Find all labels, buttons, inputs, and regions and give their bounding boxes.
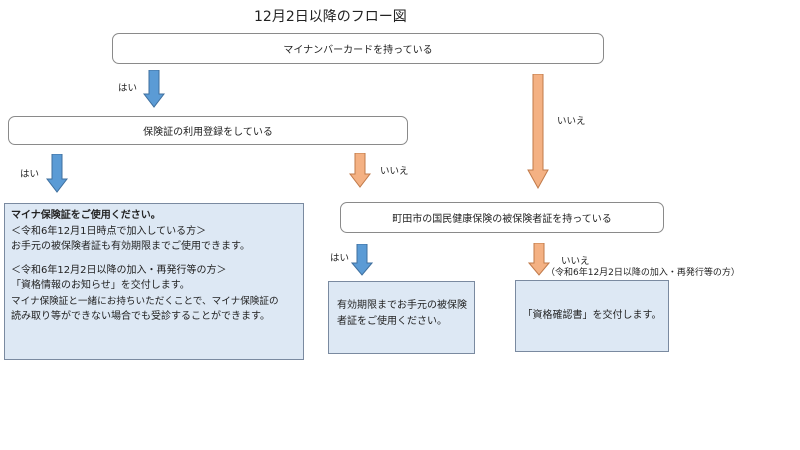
- arrow-shape: [528, 243, 550, 276]
- label-no-3-sub: （令和6年12月2日以降の加入・再発行等の方）: [546, 268, 740, 278]
- label-yes-1: はい: [118, 83, 138, 94]
- label-yes-2: はい: [20, 169, 40, 180]
- result-use-card-line: 者証をご使用ください。: [337, 315, 447, 327]
- node-kokuho-card-label: 町田市の国民健康保険の被保険者証を持っている: [392, 214, 612, 225]
- arrow-down-orange-3: [528, 243, 550, 276]
- result-myna-hoken-line: 「資格情報のお知らせ」を交付します。: [11, 280, 190, 291]
- arrow-shape: [349, 153, 371, 188]
- result-myna-hoken-text: マイナ保険証をご使用ください。 ＜令和6年12月1日時点で加入している方＞ お手…: [11, 208, 297, 325]
- result-myna-hoken-line: ＜令和6年12月2日以降の加入・再発行等の方＞: [11, 264, 227, 276]
- arrow-down-blue-1: [143, 70, 165, 108]
- arrow-down-blue-2: [46, 154, 68, 193]
- arrow-shape: [351, 244, 373, 276]
- arrow-shape: [527, 74, 549, 189]
- arrow-down-orange-1: [527, 74, 549, 189]
- result-shikaku-kakunin: 「資格確認書」を交付します。: [515, 280, 669, 352]
- label-no-2: いいえ: [380, 166, 409, 177]
- result-myna-hoken-line: お手元の被保険者証も有効期限までご使用できます。: [11, 241, 250, 252]
- node-mynumber-card-label: マイナンバーカードを持っている: [283, 45, 433, 56]
- diagram-title: 12月2日以降のフロー図: [254, 9, 407, 25]
- node-insurance-registration: 保険証の利用登録をしている: [8, 116, 408, 145]
- result-myna-hoken-line: ＜令和6年12月1日時点で加入している方＞: [11, 225, 207, 237]
- result-use-card-line: 有効期限までお手元の被保険: [337, 300, 467, 311]
- result-shikaku-kakunin-text: 「資格確認書」を交付します。: [522, 310, 662, 322]
- node-mynumber-card: マイナンバーカードを持っている: [112, 33, 604, 64]
- arrow-down-orange-2: [349, 153, 371, 188]
- label-no-3: いいえ: [561, 256, 590, 267]
- result-use-card: 有効期限までお手元の被保険 者証をご使用ください。: [328, 281, 475, 354]
- result-myna-hoken: マイナ保険証をご使用ください。 ＜令和6年12月1日時点で加入している方＞ お手…: [4, 203, 304, 360]
- result-myna-hoken-heading: マイナ保険証をご使用ください。: [11, 210, 161, 221]
- node-kokuho-card: 町田市の国民健康保険の被保険者証を持っている: [340, 202, 664, 233]
- node-insurance-registration-label: 保険証の利用登録をしている: [143, 127, 273, 138]
- label-no-1: いいえ: [557, 116, 586, 127]
- arrow-down-blue-3: [351, 244, 373, 276]
- label-yes-3: はい: [330, 253, 350, 264]
- result-myna-hoken-line: [11, 255, 297, 263]
- arrow-shape: [143, 70, 165, 108]
- result-myna-hoken-line: 読み取り等ができない場合でも受診することができます。: [11, 311, 270, 322]
- arrow-shape: [46, 154, 68, 193]
- result-use-card-text: 有効期限までお手元の被保険 者証をご使用ください。: [337, 298, 467, 329]
- result-myna-hoken-line: マイナ保険証と一緒にお持ちいただくことで、マイナ保険証の: [11, 295, 279, 307]
